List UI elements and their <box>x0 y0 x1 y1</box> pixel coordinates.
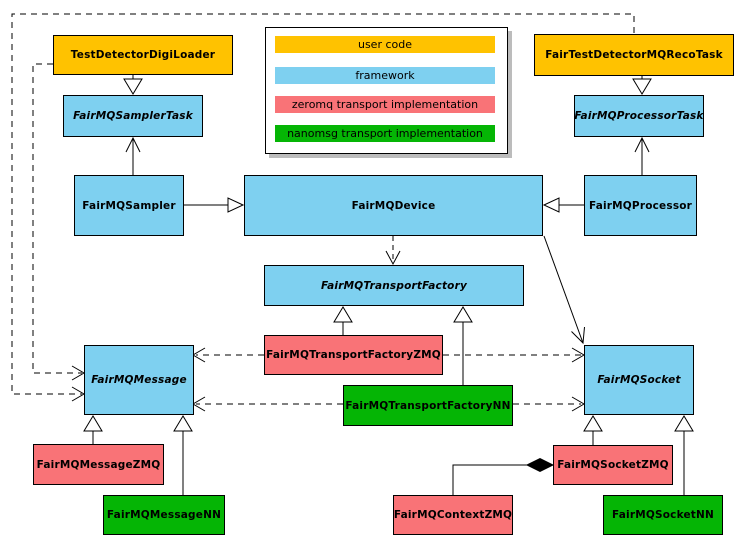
edge-digiloader-to-samplertask <box>123 74 143 95</box>
node-fairmq-message-nn: FairMQMessageNN <box>103 495 225 535</box>
edge-messagezmq-to-message <box>83 415 103 444</box>
edge-factorynn-to-transportfactory <box>453 306 473 385</box>
node-fairmq-socket-zmq: FairMQSocketZMQ <box>553 445 673 485</box>
edge-processor-to-processortask <box>634 136 650 175</box>
legend-item-nanomsg: nanomsg transport implementation <box>275 125 495 142</box>
node-fairmq-context-zmq: FairMQContextZMQ <box>393 495 513 535</box>
node-fairmq-socket-nn: FairMQSocketNN <box>603 495 723 535</box>
node-fairmq-message: FairMQMessage <box>84 345 194 415</box>
node-fairmq-sampler: FairMQSampler <box>74 175 184 236</box>
legend-item-framework: framework <box>275 67 495 84</box>
node-fairmq-socket: FairMQSocket <box>584 345 694 415</box>
edge-sampler-to-device <box>184 197 245 213</box>
edge-recotask-to-processortask <box>632 76 652 95</box>
legend-item-zeromq: zeromq transport implementation <box>275 96 495 113</box>
node-fair-test-detector-mq-reco-task: FairTestDetectorMQRecoTask <box>534 34 734 76</box>
node-fairmq-message-zmq: FairMQMessageZMQ <box>33 444 164 485</box>
node-fairmq-transport-factory: FairMQTransportFactory <box>264 265 524 306</box>
edge-socketzmq-to-socket <box>583 415 603 445</box>
edge-device-to-socket <box>543 235 585 345</box>
edge-factoryzmq-to-socket <box>443 347 585 363</box>
node-fairmq-transport-factory-zmq: FairMQTransportFactoryZMQ <box>264 335 443 375</box>
node-test-detector-digi-loader: TestDetectorDigiLoader <box>53 35 233 75</box>
node-fairmq-sampler-task: FairMQSamplerTask <box>63 95 203 137</box>
edge-sampler-to-samplertask <box>125 136 141 175</box>
edge-processor-to-device <box>542 197 584 213</box>
node-fairmq-processor: FairMQProcessor <box>584 175 697 236</box>
node-fairmq-transport-factory-nn: FairMQTransportFactoryNN <box>343 385 513 426</box>
edge-factoryzmq-to-message <box>192 347 264 363</box>
node-fairmq-device: FairMQDevice <box>244 175 543 236</box>
edge-messagenn-to-message <box>173 415 193 495</box>
legend: user code framework zeromq transport imp… <box>265 27 508 154</box>
edge-factorynn-to-socket <box>513 396 585 412</box>
edge-factorynn-to-message <box>192 396 343 412</box>
edge-device-to-transportfactory <box>385 236 401 266</box>
edge-contextzmq-to-socketzmq <box>452 457 555 495</box>
edge-factoryzmq-to-transportfactory <box>333 306 353 335</box>
legend-item-user-code: user code <box>275 36 495 53</box>
node-fairmq-processor-task: FairMQProcessorTask <box>574 95 704 137</box>
edge-socketnn-to-socket <box>674 415 694 495</box>
